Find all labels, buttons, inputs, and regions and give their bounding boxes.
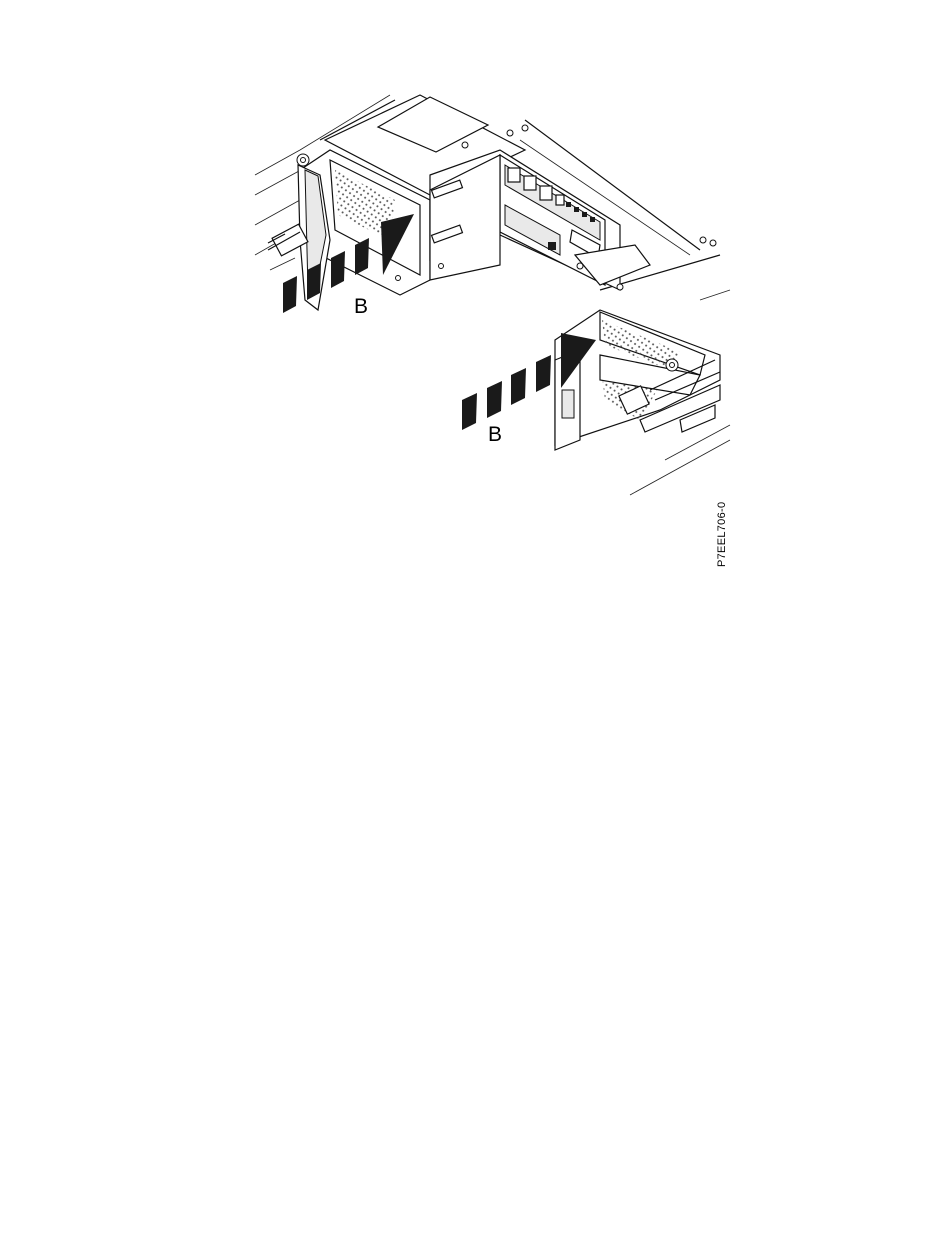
figure-id: P7EEL706-0: [716, 502, 728, 567]
callout-label-lower: B: [488, 423, 502, 446]
system-io-bay: [430, 150, 650, 290]
callout-label-upper: B: [354, 295, 368, 318]
